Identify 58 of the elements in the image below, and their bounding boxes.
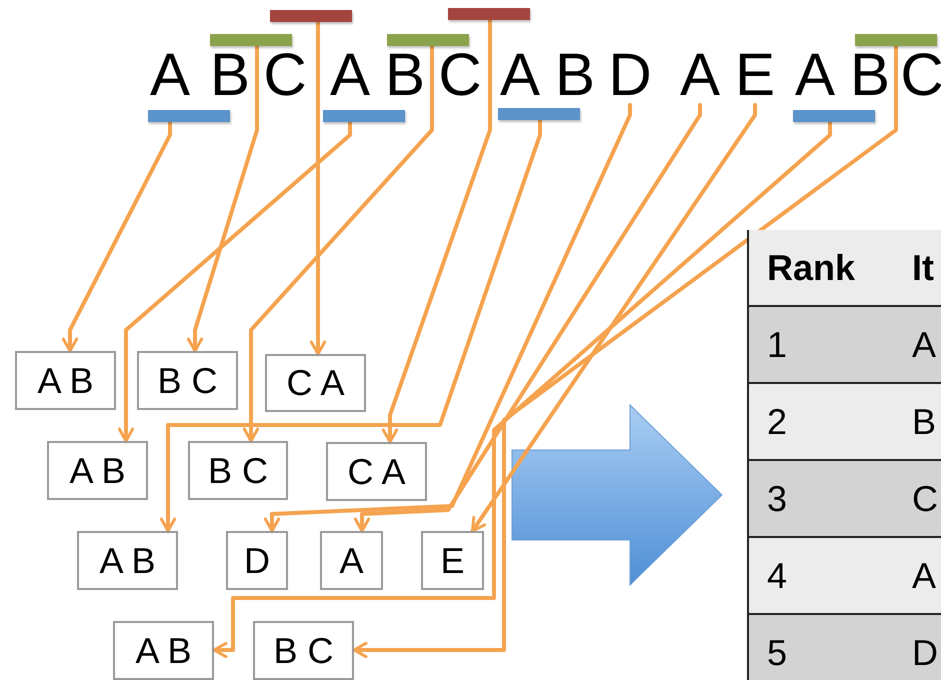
arrow [352,44,898,658]
sequence-letter: A [793,45,837,105]
arrow [118,120,352,443]
highlight-bar [498,108,580,120]
sequence-letter: A [498,45,542,105]
highlight-bar [323,110,405,122]
sequence-letter: E [733,45,777,105]
table-cell-text: C [912,476,938,520]
sequence-letter: A [328,45,372,105]
arrow [242,44,434,443]
itemset-box: A B [77,531,178,590]
sequence-letter: A [148,45,192,105]
highlight-bar [448,8,530,20]
arrow [382,18,492,444]
table-cell-text: 2 [767,400,788,444]
table-cell-text: A [912,554,936,598]
highlight-bar [793,110,875,122]
itemset-box: D [226,531,288,590]
sequence-letter: B [553,45,597,105]
itemset-box: B C [188,441,288,500]
arrow [212,120,832,658]
table-cell-text: 1 [767,322,788,366]
arrow [310,20,326,356]
table-cell-text: 4 [767,554,788,598]
arrow [160,118,542,533]
itemset-box: B C [253,621,354,680]
sequence-letter: C [438,45,482,105]
itemset-box: B C [137,351,238,410]
arrow [354,103,702,533]
sequence-letter: D [608,45,652,105]
table-cell-text: A [912,322,936,366]
table-cell-text: B [912,400,936,444]
table-cell-text: 3 [767,476,788,520]
sequence-letter: A [678,45,722,105]
highlight-bar [270,10,352,22]
itemset-box: A [320,531,383,590]
column-header: Rank [767,246,856,290]
arrow [62,120,172,353]
itemset-box: A B [15,351,116,410]
highlight-bar [387,34,469,46]
itemset-box: C A [265,354,366,412]
sequence-letter: B [208,45,252,105]
itemset-box: E [421,531,484,590]
itemset-box: C A [326,442,427,501]
itemset-box: A B [113,621,214,680]
highlight-bar [148,110,230,122]
sequence-letter: B [848,45,892,105]
sequence-letter: B [383,45,427,105]
table-cell-text: 5 [767,630,788,674]
sequence-letter: C [263,45,307,105]
highlight-bar [855,34,937,46]
highlight-bar [210,34,292,46]
arrow [264,103,632,533]
column-header: It [912,246,934,290]
itemset-box: A B [47,441,148,500]
table-cell-text: D [912,630,938,674]
arrow [186,44,259,353]
arrow [470,103,757,533]
